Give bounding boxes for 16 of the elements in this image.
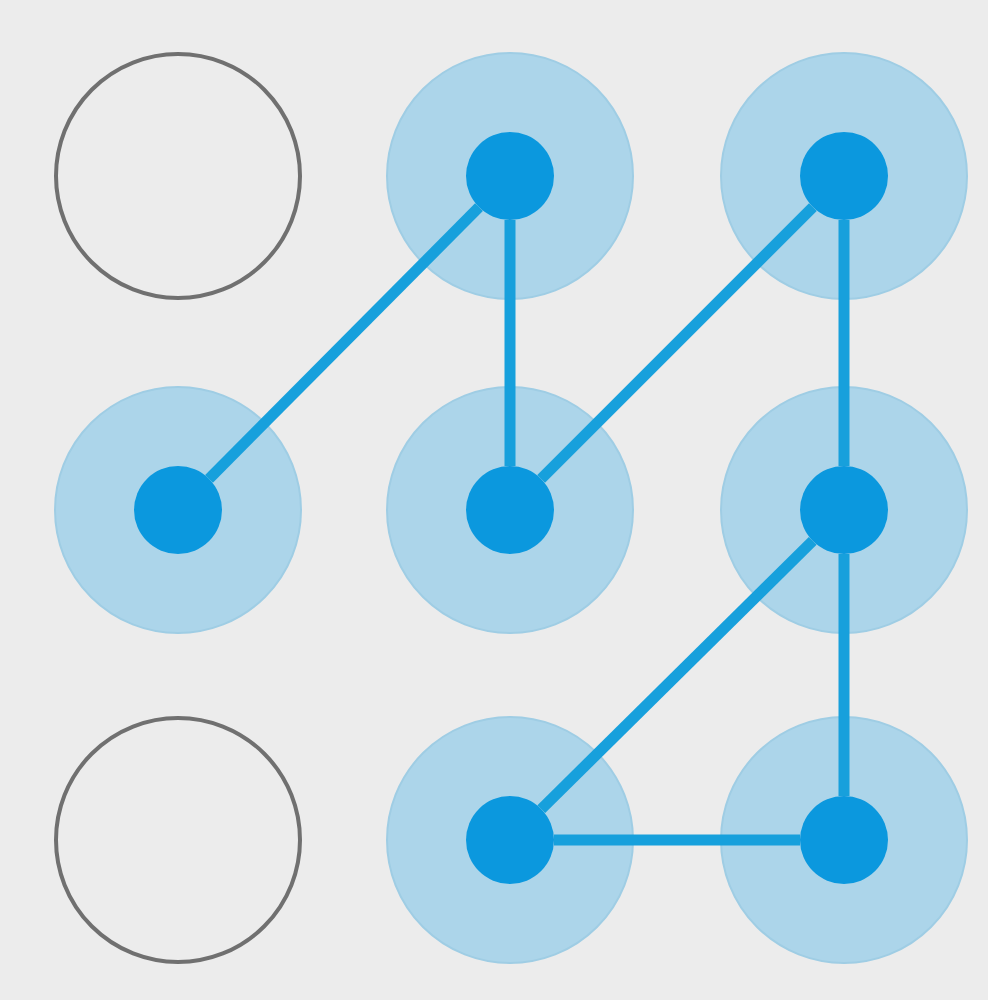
unselected-point-ring — [54, 52, 302, 300]
selected-point-dot — [799, 795, 887, 883]
selected-point-dot — [799, 465, 887, 553]
pattern-line — [205, 203, 483, 483]
selected-point-dot — [465, 131, 553, 219]
pattern-line — [504, 220, 516, 466]
selected-point-dot — [465, 795, 553, 883]
pattern-line — [537, 203, 817, 483]
selected-point-dot — [465, 465, 553, 553]
pattern-line — [838, 554, 850, 796]
unselected-point-ring — [54, 716, 302, 964]
selected-point-dot — [133, 465, 221, 553]
selected-point-dot — [799, 131, 887, 219]
pattern-line — [554, 834, 800, 846]
pattern-line — [537, 537, 817, 813]
pattern-line — [838, 220, 850, 466]
